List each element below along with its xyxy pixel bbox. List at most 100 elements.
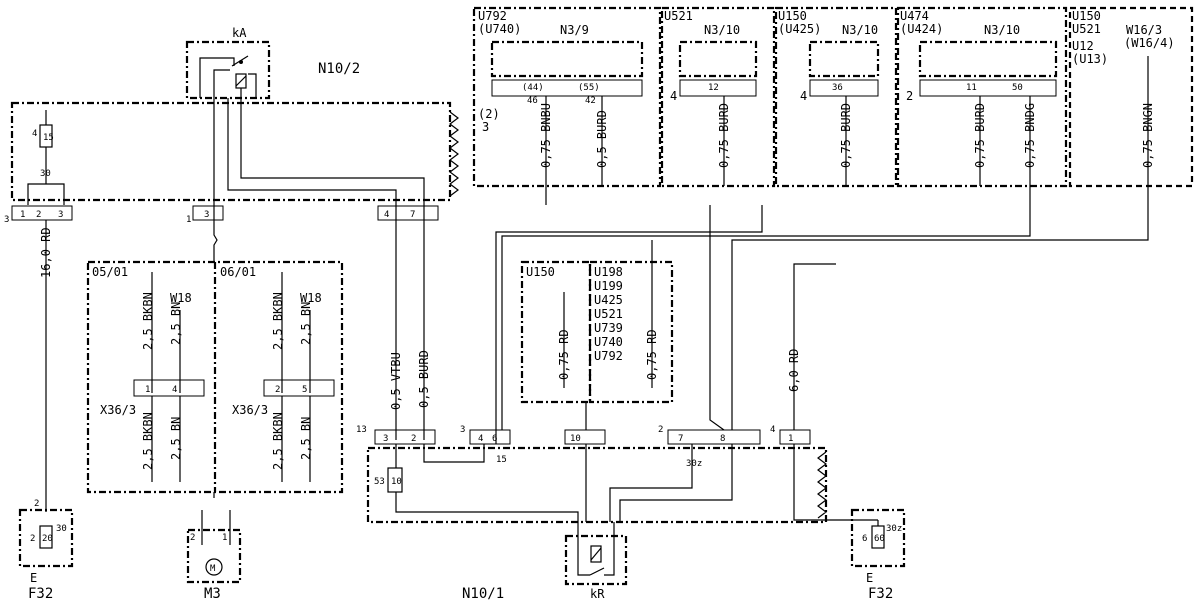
svg-text:N3/10: N3/10 bbox=[984, 23, 1020, 37]
wire-label-rd6: 6,0 RD bbox=[787, 349, 801, 392]
svg-text:30: 30 bbox=[56, 524, 67, 534]
svg-text:(44): (44) bbox=[522, 83, 544, 93]
svg-text:36: 36 bbox=[832, 83, 843, 93]
svg-text:U12: U12 bbox=[1072, 39, 1094, 53]
svg-text:U739: U739 bbox=[594, 321, 623, 335]
svg-text:2,5 BKBN: 2,5 BKBN bbox=[271, 292, 285, 350]
module-n3-10-c: U474 (U424) N3/10 2 11 50 0,75 BURD 0,75… bbox=[501, 6, 1068, 430]
module-w16: U150 U521 U12 (U13) W16/3 (W16/4) 0,75 B… bbox=[731, 6, 1194, 430]
svg-text:U150: U150 bbox=[778, 9, 807, 23]
svg-text:2,5 BN: 2,5 BN bbox=[169, 302, 183, 345]
svg-text:6: 6 bbox=[862, 534, 867, 544]
svg-text:7: 7 bbox=[678, 434, 683, 444]
svg-text:8: 8 bbox=[720, 434, 725, 444]
fuse-block-f32-right-label: F32 bbox=[868, 586, 893, 602]
svg-text:U521: U521 bbox=[594, 307, 623, 321]
motor-m3: 2 1 M M3 bbox=[186, 510, 242, 602]
svg-text:1: 1 bbox=[222, 533, 227, 543]
svg-text:20: 20 bbox=[42, 534, 53, 544]
svg-text:M: M bbox=[210, 564, 216, 574]
svg-text:53: 53 bbox=[374, 477, 385, 487]
svg-text:2: 2 bbox=[190, 533, 195, 543]
module-n10-1-label: N10/1 bbox=[462, 586, 504, 602]
variant-list-box: U198 U199 U425 U521 U739 U740 U792 0,75 … bbox=[588, 240, 674, 404]
svg-text:10: 10 bbox=[391, 477, 402, 487]
svg-text:2,5 BKBN: 2,5 BKBN bbox=[141, 412, 155, 470]
svg-text:3: 3 bbox=[482, 120, 489, 134]
wire-label-rd16: 16,0 RD bbox=[39, 227, 53, 278]
svg-text:U474: U474 bbox=[900, 9, 929, 23]
connector-n10-1-e: 4 1 bbox=[770, 425, 811, 445]
svg-text:4: 4 bbox=[800, 89, 807, 103]
svg-text:0,75 BNGN: 0,75 BNGN bbox=[1141, 103, 1155, 168]
svg-text:2,5 BKBN: 2,5 BKBN bbox=[271, 412, 285, 470]
svg-text:2: 2 bbox=[275, 385, 280, 395]
svg-text:(U740): (U740) bbox=[478, 22, 521, 36]
svg-text:2: 2 bbox=[34, 499, 39, 509]
wire-label-vtbu: 0,5 VTBU bbox=[389, 352, 403, 410]
svg-text:W16/3: W16/3 bbox=[1126, 23, 1162, 37]
svg-text:(2): (2) bbox=[478, 107, 500, 121]
svg-text:5: 5 bbox=[302, 385, 307, 395]
variant-06-label: 06/01 bbox=[220, 265, 256, 279]
svg-text:3: 3 bbox=[58, 210, 63, 220]
svg-text:0,75 BNBU: 0,75 BNBU bbox=[539, 103, 553, 168]
svg-text:3: 3 bbox=[204, 210, 209, 220]
svg-text:U792: U792 bbox=[478, 9, 507, 23]
svg-text:U150: U150 bbox=[1072, 9, 1101, 23]
module-n10-2: N10/2 bbox=[10, 61, 459, 202]
connector-x36-3-a: X36/3 bbox=[100, 403, 136, 417]
svg-text:12: 12 bbox=[708, 83, 719, 93]
svg-text:10: 10 bbox=[570, 434, 581, 444]
svg-text:(U13): (U13) bbox=[1072, 52, 1108, 66]
connector-n10-1-a: 13 3 2 bbox=[356, 425, 436, 445]
svg-text:3: 3 bbox=[460, 425, 465, 435]
svg-text:60: 60 bbox=[874, 534, 885, 544]
svg-text:U521: U521 bbox=[1072, 22, 1101, 36]
svg-text:0,75 BURD: 0,75 BURD bbox=[717, 103, 731, 168]
svg-text:11: 11 bbox=[966, 83, 977, 93]
svg-text:U150: U150 bbox=[526, 265, 555, 279]
connector-n10-2-mid: 1 3 bbox=[186, 205, 224, 225]
svg-text:7: 7 bbox=[410, 210, 415, 220]
svg-text:2: 2 bbox=[30, 534, 35, 544]
svg-text:W18: W18 bbox=[170, 291, 192, 305]
svg-text:2,5 BKBN: 2,5 BKBN bbox=[141, 292, 155, 350]
fuse-block-f32-left: 2 20 2 30 E F32 bbox=[18, 499, 74, 602]
relay-ka-label: kA bbox=[232, 26, 247, 40]
svg-text:30z: 30z bbox=[686, 459, 702, 469]
svg-text:42: 42 bbox=[585, 96, 596, 106]
fuse-block-f32-right: 60 6 30z E F32 bbox=[850, 508, 906, 602]
module-n10-1: N10/1 bbox=[366, 446, 828, 602]
svg-text:46: 46 bbox=[527, 96, 538, 106]
svg-text:E: E bbox=[866, 571, 873, 585]
svg-text:0,75 BURD: 0,75 BURD bbox=[973, 103, 987, 168]
svg-text:2,5 BN: 2,5 BN bbox=[299, 417, 313, 460]
svg-text:0,75 RD: 0,75 RD bbox=[557, 329, 571, 380]
svg-text:4: 4 bbox=[670, 89, 677, 103]
module-n3-10-a: U521 N3/10 4 12 0,75 BURD bbox=[660, 6, 776, 188]
svg-text:N3/10: N3/10 bbox=[842, 23, 878, 37]
svg-text:4: 4 bbox=[770, 425, 775, 435]
fuse-10: 10 53 bbox=[374, 444, 579, 522]
wire-label-burd-05: 0,5 BURD bbox=[417, 350, 431, 408]
svg-text:1: 1 bbox=[788, 434, 793, 444]
svg-text:(W16/4): (W16/4) bbox=[1124, 36, 1175, 50]
svg-text:2: 2 bbox=[36, 210, 41, 220]
svg-text:2: 2 bbox=[906, 89, 913, 103]
svg-text:U425: U425 bbox=[594, 293, 623, 307]
svg-text:W18: W18 bbox=[300, 291, 322, 305]
fuse-15: 15 4 30 bbox=[27, 110, 65, 205]
svg-text:4: 4 bbox=[384, 210, 389, 220]
connector-n10-2-right: 4 7 bbox=[377, 205, 439, 221]
svg-text:4: 4 bbox=[478, 434, 483, 444]
svg-text:13: 13 bbox=[356, 425, 367, 435]
module-n3-9: U792 (U740) N3/9 (44) (55) 46 42 (2) 3 0… bbox=[472, 6, 662, 205]
svg-text:0,75 RD: 0,75 RD bbox=[645, 329, 659, 380]
svg-text:U740: U740 bbox=[594, 335, 623, 349]
variant-u150-box: U150 0,75 RD bbox=[520, 260, 592, 404]
variant-05-wiring: W18 2,5 BKBN 2,5 BN 1 4 X36/3 2,5 BKBN 2… bbox=[100, 272, 205, 482]
connector-n10-1-c: 10 bbox=[564, 429, 606, 445]
svg-text:0,75 BNDG: 0,75 BNDG bbox=[1023, 103, 1037, 168]
